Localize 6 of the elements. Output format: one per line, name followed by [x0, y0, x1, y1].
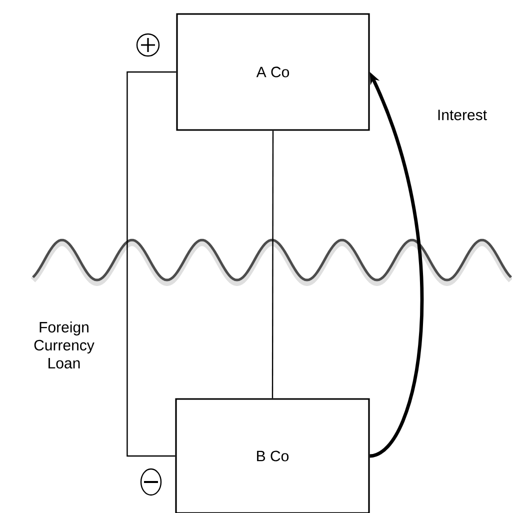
company-box: B Co [175, 398, 370, 513]
connector-line [126, 71, 176, 457]
company-box: A Co [176, 13, 370, 131]
edge-label: Interest [438, 110, 487, 120]
edge-label: Foreign Currency Loan [34, 322, 94, 368]
connector-line [272, 130, 274, 398]
